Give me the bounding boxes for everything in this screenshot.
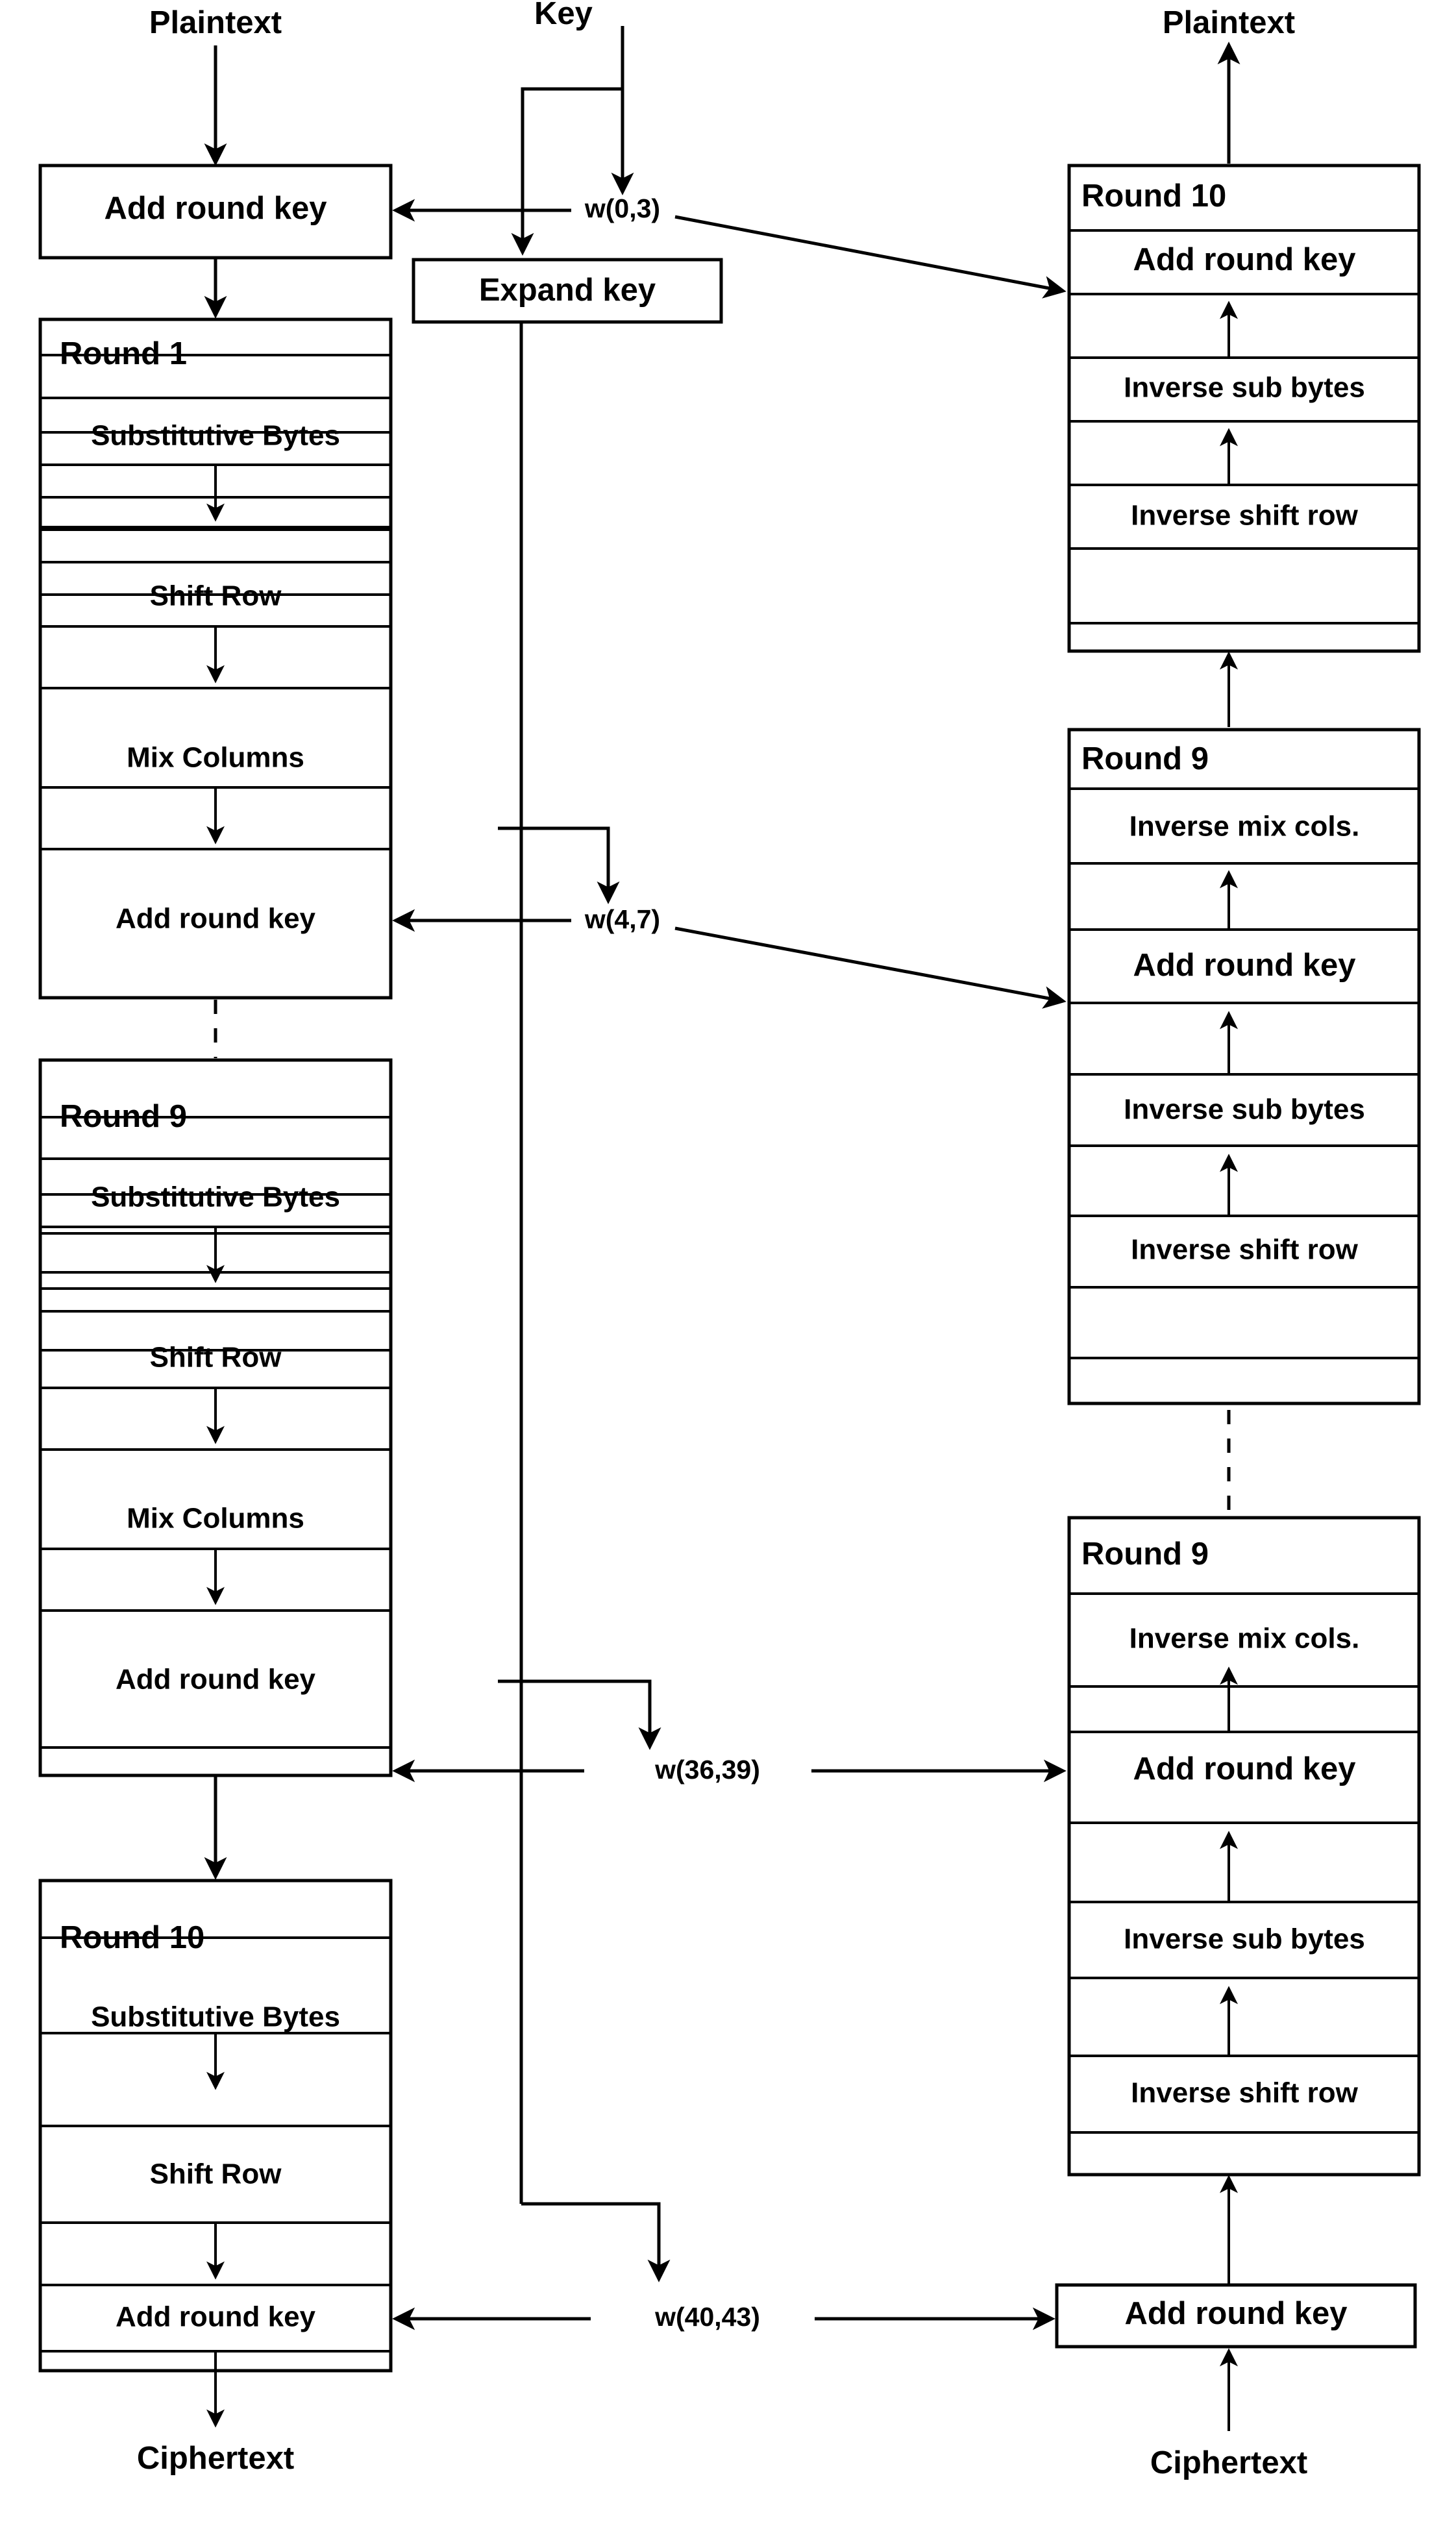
dec-r9l-step-3: Inverse shift row	[1131, 2077, 1358, 2109]
enc-round-1-step-3: Add round key	[116, 903, 316, 935]
plaintext-left-label: Plaintext	[149, 5, 282, 40]
plaintext-right-label: Plaintext	[1163, 5, 1295, 40]
enc-round-10-title: Round 10	[60, 1920, 204, 1955]
dec-r9u-step-0: Inverse mix cols.	[1129, 811, 1360, 843]
enc-round-1-step-1: Shift Row	[150, 580, 282, 612]
dec-r9l-step-2: Inverse sub bytes	[1124, 1923, 1365, 1955]
enc-initial-add-round-key-box	[38, 164, 393, 260]
expand-key-label: Expand key	[479, 273, 656, 308]
dec-round-10-title: Round 10	[1081, 179, 1226, 214]
dec-round-9-lower-title: Round 9	[1081, 1537, 1209, 1572]
dec-round-10-step-2: Inverse shift row	[1131, 500, 1358, 532]
dec-final-add-round-key-box	[1055, 2283, 1417, 2349]
enc-round-9-title: Round 9	[60, 1099, 187, 1134]
key-label: Key	[534, 0, 593, 31]
dec-round-10-step-0: Add round key	[1133, 242, 1355, 277]
dec-r9u-step-1: Add round key	[1133, 948, 1355, 983]
w4043-label: w(40,43)	[654, 2302, 760, 2332]
dec-r9l-step-1: Add round key	[1133, 1751, 1355, 1786]
enc-round-9-step-3: Add round key	[116, 1664, 316, 1696]
dec-round-9-upper-title: Round 9	[1081, 741, 1209, 776]
w3639-label: w(36,39)	[654, 1755, 760, 1785]
enc-round-9-step-1: Shift Row	[150, 1342, 282, 1374]
dec-final-add-round-key-label: Add round key	[1124, 2296, 1347, 2331]
enc-round-1-step-2: Mix Columns	[127, 742, 304, 774]
w3639-branch	[498, 1679, 661, 1750]
enc-round-9-step-0: Substitutive Bytes	[91, 1181, 340, 1213]
enc-round-10-step-2: Add round key	[116, 2301, 316, 2333]
dec-round-9-upper-box	[1067, 728, 1421, 1405]
dec-r9l-step-0: Inverse mix cols.	[1129, 1623, 1360, 1655]
enc-round-9-step-2: Mix Columns	[127, 1503, 304, 1535]
key-branch-to-expand	[511, 87, 623, 256]
dec-round-10-step-1: Inverse sub bytes	[1124, 372, 1365, 404]
w03-line-to-dec	[674, 215, 1067, 299]
enc-initial-add-round-key-label: Add round key	[104, 191, 327, 226]
enc-round-10-step-0: Substitutive Bytes	[91, 2001, 340, 2033]
w47-label: w(4,7)	[584, 904, 660, 934]
dec-r9u-step-2: Inverse sub bytes	[1124, 1094, 1365, 1126]
dec-round-9-lower-box	[1067, 1516, 1421, 2177]
w4043-branch	[521, 2202, 671, 2282]
enc-round-1-title: Round 1	[60, 336, 187, 371]
enc-round-10-step-1: Shift Row	[150, 2158, 282, 2190]
ciphertext-left-label: Ciphertext	[137, 2441, 294, 2476]
expand-key-box	[412, 258, 723, 324]
w47-line-to-dec	[674, 926, 1067, 1009]
w03-label: w(0,3)	[584, 193, 660, 223]
w47-branch	[498, 826, 620, 904]
dec-r9u-step-3: Inverse shift row	[1131, 1234, 1358, 1266]
enc-round-1-step-0: Substitutive Bytes	[91, 420, 340, 452]
ciphertext-right-label: Ciphertext	[1150, 2445, 1307, 2480]
dec-round-10-box	[1067, 164, 1421, 653]
